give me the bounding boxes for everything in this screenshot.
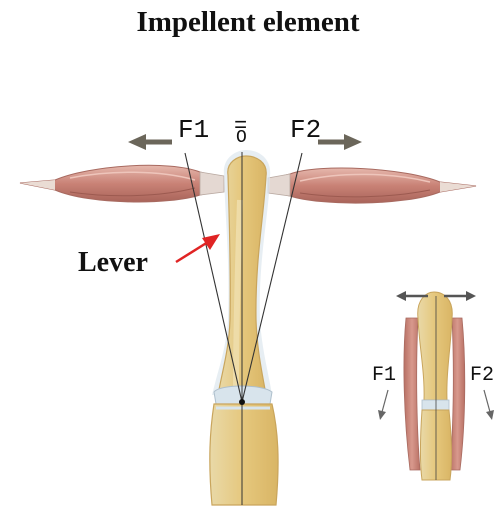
inset-label-f1: F1 (372, 364, 396, 387)
label-pivot: O (236, 128, 247, 148)
pivot-point (239, 399, 245, 405)
label-lever: Lever (78, 247, 148, 278)
inset-arrow-down-right-icon (484, 390, 494, 420)
inset-diagram (404, 292, 465, 480)
inset-arrow-down-left-icon (378, 390, 388, 420)
lever-bone (210, 150, 278, 505)
right-muscle (268, 168, 476, 203)
lever-pointer-icon (176, 234, 220, 262)
arrow-right-icon (318, 134, 362, 150)
arrow-left-icon (128, 134, 172, 150)
inset-label-f2: F2 (470, 364, 494, 387)
left-muscle (20, 165, 224, 202)
label-f1: F1 (178, 115, 209, 145)
label-f2: F2 (290, 115, 321, 145)
